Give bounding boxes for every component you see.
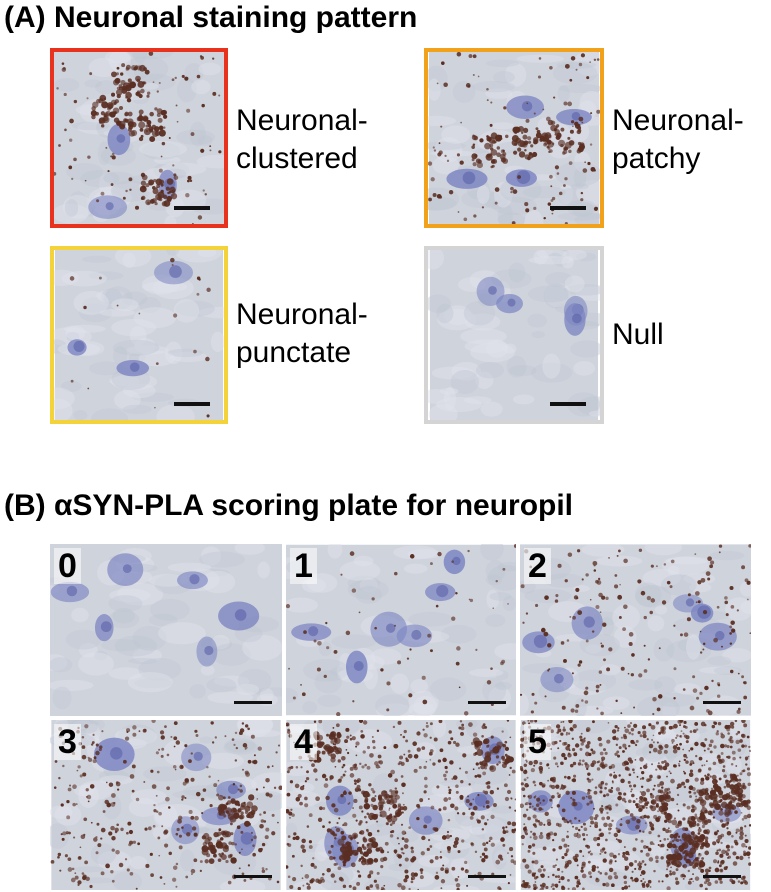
pattern-label-line1: Neuronal- (612, 104, 744, 137)
score-number: 0 (54, 548, 81, 584)
score-2-micrograph: 2 (520, 544, 751, 716)
micrograph-svg (520, 544, 751, 716)
micrograph-svg (50, 544, 282, 716)
scale-bar (550, 402, 586, 406)
panel-b-title: (B) αSYN-PLA scoring plate for neuropil (4, 489, 574, 522)
neuronal-punctate-micrograph (50, 246, 228, 424)
score-5-micrograph: 5 (520, 720, 751, 890)
scale-bar (234, 875, 272, 878)
micrograph-svg (50, 720, 282, 890)
score-0-micrograph: 0 (50, 544, 282, 716)
score-number: 1 (290, 548, 317, 584)
scale-bar (703, 875, 741, 878)
null-micrograph (424, 246, 604, 424)
scale-bar (468, 875, 506, 878)
pattern-label-line1: Neuronal- (236, 298, 368, 331)
scale-bar (234, 701, 272, 704)
score-number: 5 (524, 724, 551, 760)
micrograph-svg (286, 544, 516, 716)
panel-a-title: (A) Neuronal staining pattern (4, 1, 418, 34)
micrograph-svg (428, 52, 600, 224)
neuronal-patchy-micrograph (424, 48, 604, 228)
neuronal-clustered-micrograph (50, 48, 228, 228)
scale-bar (174, 206, 210, 210)
neuronal-clustered-label: Neuronal- clustered (236, 102, 368, 178)
score-4-micrograph: 4 (286, 720, 516, 890)
score-1-micrograph: 1 (286, 544, 516, 716)
scale-bar (174, 402, 210, 406)
score-number: 3 (54, 724, 81, 760)
pattern-label-line1: Neuronal- (236, 104, 368, 137)
scale-bar (468, 701, 506, 704)
score-3-micrograph: 3 (50, 720, 282, 890)
neuronal-punctate-label: Neuronal- punctate (236, 296, 368, 372)
null-label: Null (612, 316, 664, 354)
pattern-label-line1: Null (612, 318, 664, 351)
micrograph-svg (520, 720, 751, 890)
scale-bar (550, 206, 586, 210)
score-number: 2 (524, 548, 551, 584)
micrograph-svg (286, 720, 516, 890)
neuronal-patchy-label: Neuronal- patchy (612, 102, 744, 178)
pattern-label-line2: punctate (236, 336, 352, 369)
micrograph-svg (54, 250, 224, 420)
scale-bar (703, 701, 741, 704)
micrograph-svg (428, 250, 600, 420)
micrograph-svg (54, 52, 224, 224)
pattern-label-line2: clustered (236, 142, 358, 175)
score-number: 4 (290, 724, 317, 760)
pattern-label-line2: patchy (612, 142, 701, 175)
